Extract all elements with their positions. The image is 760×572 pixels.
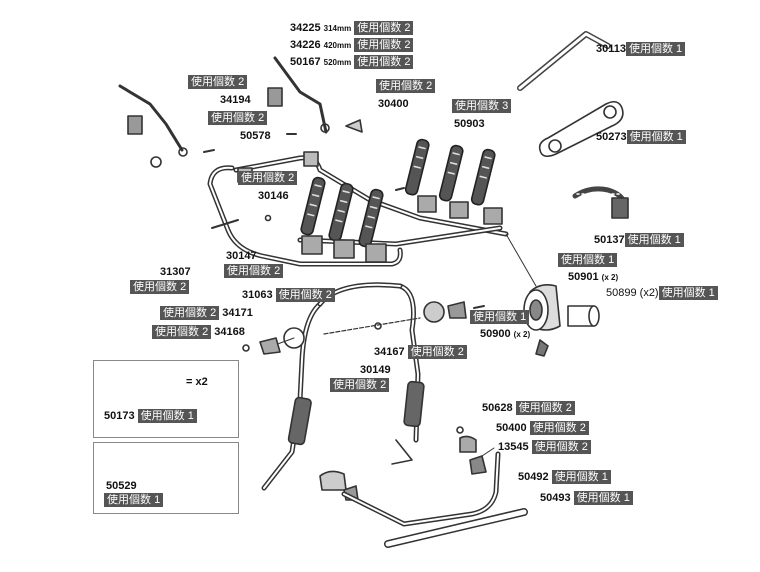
part-label-30149-qty: 使用個数 2: [330, 378, 390, 392]
part-label-50901: 50901 (x 2): [568, 271, 619, 283]
part-label-50173: 50173 使用個数 1: [104, 409, 197, 423]
inset-box-50173: [93, 360, 239, 438]
part-label-34225: 34225 314mm 使用個数 2: [290, 21, 414, 35]
part-label-31063: 31063 使用個数 2: [242, 288, 335, 302]
part-label-34171: 使用個数 2 34171: [160, 306, 253, 320]
part-label-50167: 50167 520mm 使用個数 2: [290, 55, 414, 69]
part-label-30147: 30147: [226, 250, 257, 262]
part-label-50400: 50400 使用個数 2: [496, 421, 589, 435]
part-label-50901-qty: 使用個数 1: [558, 253, 618, 267]
part-label-34168: 使用個数 2 34168: [152, 325, 245, 339]
part-label-50173-multiplier: = x2: [186, 376, 208, 388]
part-label-30400: 30400: [378, 98, 409, 110]
part-label-50899: 50899 (x2)使用個数 1: [606, 286, 718, 300]
part-label-50900: 50900 (x 2): [480, 328, 531, 340]
part-label-50493: 50493 使用個数 1: [540, 491, 633, 505]
hinge-hardware-drawing: [242, 317, 421, 355]
back-cradles-drawing: [395, 138, 503, 225]
part-label-50900-qty: 使用個数 1: [470, 310, 530, 324]
part-label-50903-qty: 使用個数 3: [452, 99, 512, 113]
part-label-50628: 50628 使用個数 2: [482, 401, 575, 415]
part-label-30147-qty: 使用個数 2: [224, 264, 284, 278]
lower-bar-drawing: [341, 451, 528, 548]
part-label-30146: 30146: [258, 190, 289, 202]
hub-drawing: [423, 284, 600, 357]
front-cradles-drawing: [300, 176, 387, 263]
part-label-13545: 13545 使用個数 2: [498, 440, 591, 454]
part-label-30146-qty: 使用個数 2: [238, 171, 298, 185]
wrench-drawing: [538, 100, 624, 158]
part-label-31307: 31307: [160, 266, 191, 278]
part-label-30400-qty: 使用個数 2: [376, 79, 436, 93]
part-label-34226: 34226 420mm 使用個数 2: [290, 38, 414, 52]
part-label-50529-qty: 使用個数 1: [104, 493, 164, 507]
upper-arms-drawing: [118, 56, 363, 168]
allen-key-drawing: [517, 31, 611, 91]
strap-drawing: [572, 186, 629, 219]
part-label-50903: 50903: [454, 118, 485, 130]
part-label-34167: 34167 使用個数 2: [374, 345, 467, 359]
part-label-50529: 50529: [106, 480, 137, 492]
part-label-34194: 34194: [220, 94, 251, 106]
part-label-50578: 50578: [240, 130, 271, 142]
part-label-34194-qty: 使用個数 2: [188, 75, 248, 89]
part-label-50578-qty: 使用個数 2: [208, 111, 268, 125]
part-label-31307-qty: 使用個数 2: [130, 280, 190, 294]
part-label-50492: 50492 使用個数 1: [518, 470, 611, 484]
lower-hardware-drawing: [319, 426, 495, 501]
part-label-30149: 30149: [360, 364, 391, 376]
